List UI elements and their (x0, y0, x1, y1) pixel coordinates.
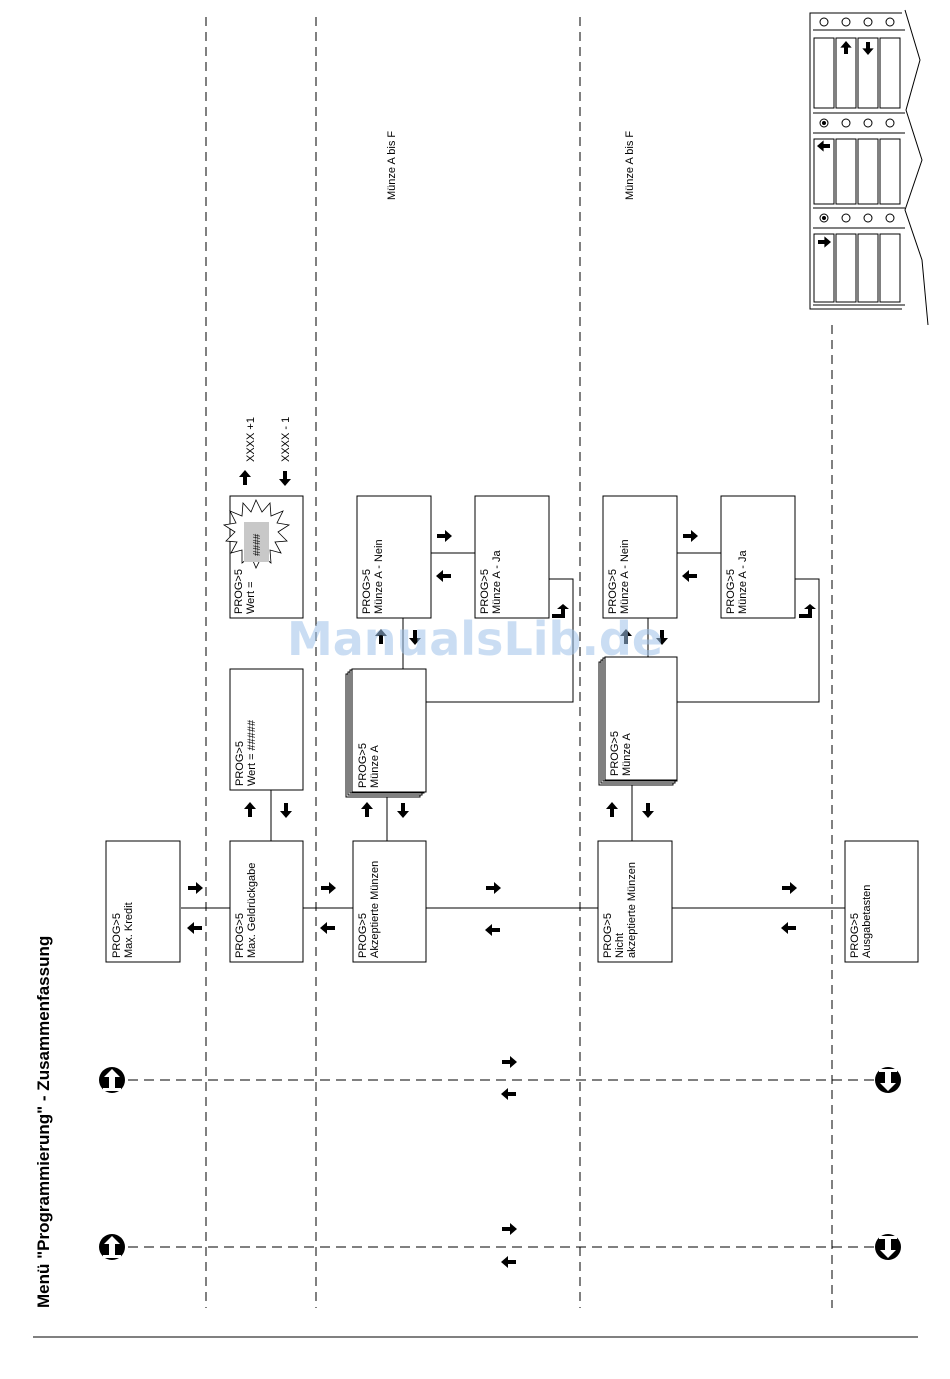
arrow-right-icon (321, 882, 336, 894)
box-nicht-akzeptierte (597, 840, 673, 963)
arrow-down-icon (280, 803, 292, 818)
arrow-right-icon (486, 882, 501, 894)
notes: XXXX +1 XXXX - 1 Münze A bis F Münze A b… (245, 131, 636, 462)
arrow-down-icon (642, 803, 654, 818)
box-line: PROG>5 (479, 569, 491, 614)
watermark: ManualsLib.de (287, 612, 663, 666)
box-line: akzeptierte Münzen (626, 862, 638, 958)
box-line: Ausgabetasten (861, 885, 873, 958)
arrow-up-icon (361, 802, 373, 817)
arrow-down-icon (397, 803, 409, 818)
arrow-right-icon (502, 1223, 517, 1235)
nav-row-upper (99, 1056, 901, 1100)
box-muenze-a-2 (604, 656, 678, 781)
arrow-up-icon (239, 470, 251, 485)
arrow-left-icon (485, 924, 500, 936)
coin-range-note: Münze A bis F (386, 131, 398, 200)
arrow-up-icon (244, 802, 256, 817)
box-line: Münze A - Nein (373, 539, 385, 614)
box-line: Münze A - Ja (737, 550, 749, 614)
svg-text:PROG>5 Münze A - Nein: PROG>5 Münze A - Nein (607, 539, 631, 614)
keypad-icon (809, 9, 932, 326)
arrow-right-icon (188, 882, 203, 894)
arrow-left-icon (187, 922, 202, 934)
box-ausgabetasten (844, 840, 919, 963)
arrow-right-icon (502, 1056, 517, 1068)
svg-text:PROG>5 Münze A - Nein: PROG>5 Münze A - Nein (361, 539, 385, 614)
arrow-left-icon (501, 1088, 516, 1100)
box-muenze-a-nein-1 (356, 495, 432, 619)
box-akzeptierte-muenzen (352, 840, 427, 963)
box-line: PROG>5 (233, 569, 245, 614)
box-line: PROG>5 (849, 913, 861, 958)
box-line: PROG>5 (361, 569, 373, 614)
return-icon (799, 604, 816, 618)
box-line: Münze A - Ja (491, 550, 503, 614)
column-separators (205, 17, 833, 1308)
svg-text:PROG>5 Wert =: PROG>5 Wert = (233, 566, 257, 614)
box-line: Nicht (614, 933, 626, 958)
box-muenze-a-nein-2 (602, 495, 678, 619)
blink-value: #### (252, 533, 263, 556)
box-max-geldrueckgabe (229, 840, 304, 963)
box-line: PROG>5 (602, 913, 614, 958)
svg-text:PROG>5 Münze A - Ja: PROG>5 Münze A - Ja (725, 550, 749, 614)
svg-text:PROG>5 Max. Geldrückgabe: PROG>5 Max. Geldrückgabe (234, 863, 258, 958)
arrow-up-icon (606, 802, 618, 817)
svg-text:PROG>5 Nicht akzep: PROG>5 Nicht akzeptierte Münzen (602, 862, 638, 958)
box-line: Wert = (245, 581, 257, 614)
menu-boxes (105, 495, 919, 963)
arrow-left-icon (682, 570, 697, 582)
box-line: PROG>5 (357, 913, 369, 958)
page-title: Menü "Programmierung" - Zusammenfassung (34, 936, 53, 1308)
arrow-right-icon (437, 530, 452, 542)
enter-circle-icon (99, 1067, 125, 1093)
svg-text:PROG>5 Akzeptierte Münze: PROG>5 Akzeptierte Münzen (357, 861, 381, 958)
box-wert-display (229, 668, 304, 791)
nav-row-lower (99, 1223, 901, 1268)
svg-text:PROG>5 Ausgabetasten: PROG>5 Ausgabetasten (849, 885, 873, 958)
blink-highlight: #### (222, 499, 291, 569)
svg-text:PROG>5 Münze A: PROG>5 Münze A (609, 728, 633, 776)
enter-circle-icon (99, 1234, 125, 1260)
arrow-left-icon (501, 1256, 516, 1268)
box-line: PROG>5 (234, 741, 246, 786)
increment-note: XXXX +1 (245, 417, 257, 462)
arrow-right-icon (782, 882, 797, 894)
exit-circle-icon (875, 1067, 901, 1093)
box-max-kredit (105, 840, 181, 963)
box-line: Max. Kredit (123, 902, 135, 958)
box-line: PROG>5 (725, 569, 737, 614)
box-muenze-a-ja-2 (720, 495, 796, 619)
svg-text:PROG>5 Wert = #####: PROG>5 Wert = ##### (234, 719, 258, 786)
box-line: PROG>5 (609, 731, 621, 776)
box-muenze-a-1 (351, 668, 427, 793)
exit-circle-icon (875, 1234, 901, 1260)
arrow-down-icon (279, 471, 291, 486)
box-line: PROG>5 (357, 743, 369, 788)
box-line: Münze A - Nein (619, 539, 631, 614)
box-texts: PROG>5 Max. Kredit PROG>5 Max. Geldrückg… (111, 539, 873, 958)
menu-connectors (181, 552, 845, 909)
arrow-right-icon (683, 530, 698, 542)
box-line: Max. Geldrückgabe (246, 863, 258, 958)
arrow-left-icon (320, 922, 335, 934)
arrow-left-icon (436, 570, 451, 582)
box-line: Wert = ##### (246, 719, 258, 786)
box-line: PROG>5 (111, 913, 123, 958)
decrement-note: XXXX - 1 (280, 417, 292, 462)
svg-text:PROG>5 Münze A: PROG>5 Münze A (357, 740, 381, 788)
box-line: Münze A (621, 733, 633, 776)
svg-text:PROG>5 Münze A - Ja: PROG>5 Münze A - Ja (479, 550, 503, 614)
box-line: PROG>5 (607, 569, 619, 614)
svg-text:PROG>5 Max. Kredit: PROG>5 Max. Kredit (111, 902, 135, 958)
box-muenze-a-ja-1 (474, 495, 550, 619)
box-line: PROG>5 (234, 913, 246, 958)
arrow-left-icon (781, 922, 796, 934)
coin-range-note: Münze A bis F (624, 131, 636, 200)
box-line: Akzeptierte Münzen (369, 861, 381, 958)
box-line: Münze A (369, 745, 381, 788)
